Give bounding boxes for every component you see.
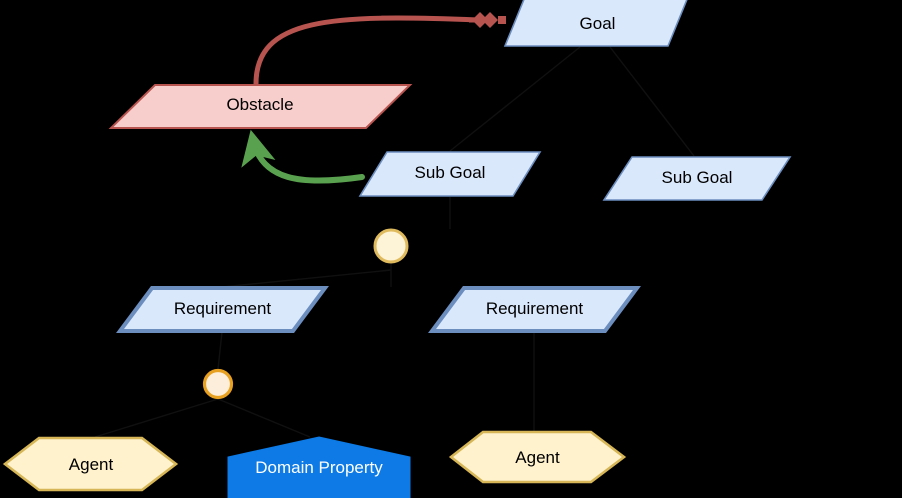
requirement-left-shape[interactable] [116,286,329,333]
node-domain-property[interactable] [227,436,411,498]
resolution-link[interactable] [241,129,365,184]
node-operator-top[interactable] [373,228,409,264]
requirement-right-shape[interactable] [428,286,641,333]
sub-goal-right-shape[interactable] [602,156,792,201]
connector-operator2-domain [217,398,311,438]
agent-right-shape[interactable] [448,430,627,484]
node-goal[interactable] [503,0,690,47]
connector-subgoal-left-goal [449,46,581,152]
resolution-link-path[interactable] [241,129,365,184]
node-sub-goal-left[interactable] [358,151,542,197]
obstruction-link-path[interactable] [253,15,481,87]
node-agent-left[interactable] [2,436,179,492]
node-requirement-right[interactable] [428,286,641,333]
goal-shape[interactable] [503,0,690,47]
obstruction-marker-tip [498,16,506,24]
node-obstacle[interactable] [108,84,413,129]
connector-operator-requirement-left [221,269,392,288]
connector-requirement-operator2 [217,331,223,370]
node-agent-right[interactable] [448,430,627,484]
domain-property-shape[interactable] [227,436,411,498]
operator-top-circle[interactable] [373,228,409,264]
operator-bottom-circle[interactable] [202,368,234,400]
agent-left-shape[interactable] [2,436,179,492]
node-requirement-left[interactable] [116,286,329,333]
obstruction-marker-diamond-b [482,12,498,28]
obstacle-shape[interactable] [108,84,413,129]
node-sub-goal-right[interactable] [602,156,792,201]
connector-subgoal-right-goal [609,46,695,157]
connector-operator2-agent [94,398,219,438]
node-operator-bottom[interactable] [202,368,234,400]
obstruction-link[interactable] [253,12,506,87]
sub-goal-left-shape[interactable] [358,151,542,197]
refinement-connectors [94,46,695,438]
obstruction-marker-diamond-a [472,12,488,28]
